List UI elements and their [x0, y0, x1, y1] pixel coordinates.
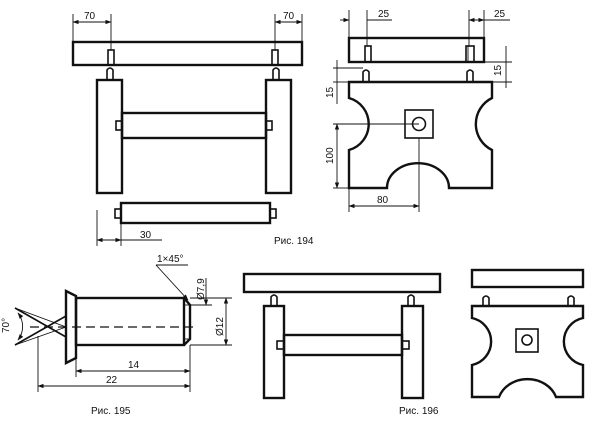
fig196-front-view [242, 272, 442, 400]
dim-length-22: 22 [106, 375, 118, 386]
leg-left [262, 304, 286, 400]
peg-body [74, 296, 186, 347]
crossbar [120, 111, 268, 140]
fig194-side-view: 25 25 15 15 100 80 [325, 9, 512, 212]
dim-dia-small: Ø7,9 [196, 278, 207, 300]
seat-board-side [347, 36, 486, 64]
dim-left: 70 [84, 11, 96, 22]
caption-194: Рис. 194 [274, 236, 314, 247]
fig196-side-view [470, 268, 585, 399]
seat-board-side [470, 268, 585, 289]
dim-angle: 70° [1, 318, 12, 333]
peg [107, 49, 115, 66]
center-hole [521, 334, 533, 346]
leg-side-profile [470, 304, 585, 399]
center-block [515, 328, 539, 353]
fig195-peg: 70° 1×45° Ø7,9 Ø12 14 22 [1, 254, 232, 392]
caption-196: Рис. 196 [399, 406, 439, 417]
tenon [265, 120, 273, 131]
fig194-front-view: 70 70 [71, 11, 304, 195]
leg-left [95, 78, 124, 195]
dim-chamfer: 1×45° [157, 254, 184, 265]
dim-height: 100 [325, 147, 336, 164]
crossbar [282, 333, 404, 357]
leg-side-profile [347, 80, 494, 190]
crossbar-part [119, 201, 272, 225]
peg-tip [272, 67, 280, 80]
peg-tip [106, 67, 114, 80]
leg-right [264, 78, 293, 195]
dim-length-14: 14 [128, 360, 140, 371]
peg-chamfer [183, 297, 192, 346]
caption-195: Рис. 195 [91, 406, 131, 417]
dim-dia-large: Ø12 [215, 317, 226, 336]
dim-right: 70 [283, 11, 295, 22]
dim-right-v: 15 [493, 64, 504, 76]
dim-bottom: 30 [140, 230, 152, 241]
peg [271, 49, 279, 66]
dim-left-v: 15 [325, 86, 336, 98]
leg-right [400, 304, 425, 400]
seat-board [71, 40, 304, 67]
fig194-crossbar-detail: 30 [96, 201, 277, 246]
dim-width: 80 [377, 195, 389, 206]
seat-board [242, 272, 442, 294]
dim-top-left: 25 [378, 9, 390, 20]
dim-top-right: 25 [494, 9, 506, 20]
tenon [115, 120, 123, 131]
